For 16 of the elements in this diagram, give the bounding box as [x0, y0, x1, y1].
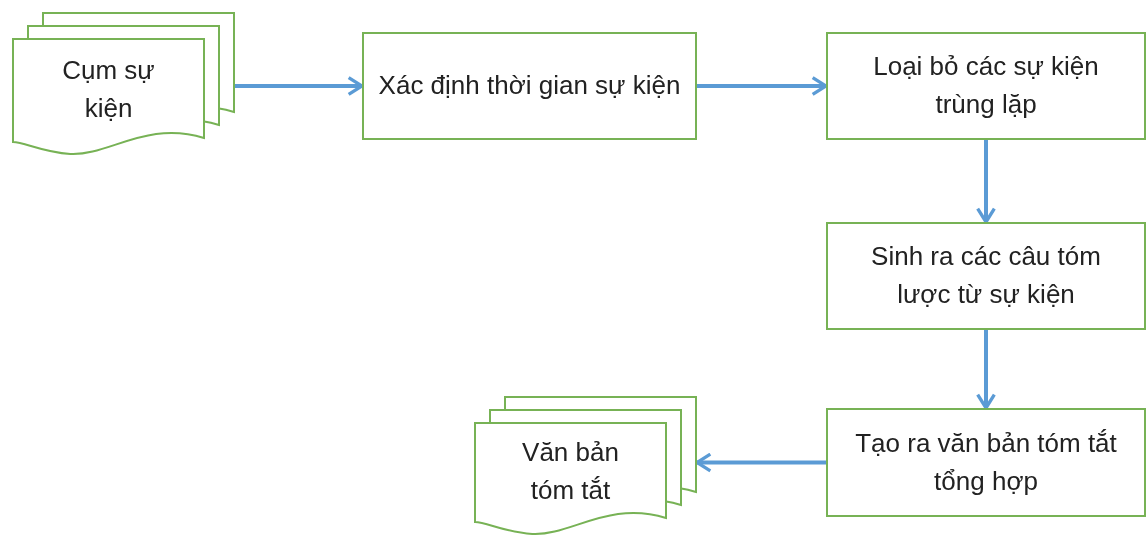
node-text: Sinh ra các câu tóm lược từ sự kiện: [870, 240, 1102, 311]
node-text: Loại bỏ các sự kiện trùng lặp: [872, 50, 1100, 121]
arrow: [697, 76, 828, 96]
process-box: [826, 408, 1146, 517]
arrow: [976, 140, 996, 224]
node-text: Tạo ra văn bản tóm tắt tổng hợp: [854, 426, 1118, 498]
process-box: [362, 32, 697, 140]
arrow: [976, 330, 996, 410]
process-box: [826, 32, 1146, 140]
node-text: Văn bản tóm tắt: [521, 435, 620, 507]
node-text: Xác định thời gian sự kiện: [378, 69, 681, 103]
node-text: Cụm sự kiện: [61, 53, 156, 125]
multi-document-shape: [12, 12, 235, 155]
process-box: [826, 222, 1146, 330]
multi-document-shape: [474, 396, 697, 535]
arrow: [235, 76, 364, 96]
